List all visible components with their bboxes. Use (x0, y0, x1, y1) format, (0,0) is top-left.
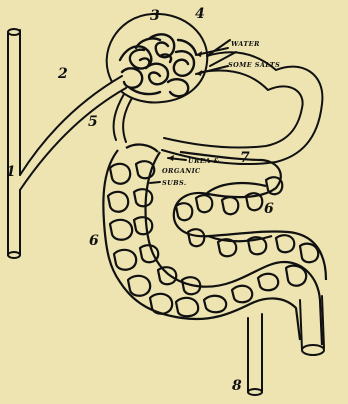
label-subs: SUBS. (162, 179, 187, 187)
label-8: 8 (232, 378, 242, 394)
label-6-right: 6 (264, 201, 274, 217)
label-3: 3 (150, 8, 160, 24)
label-some-salts: SOME SALTS (228, 61, 280, 69)
label-1: 1 (6, 164, 16, 180)
glomerulus-tuft (120, 34, 196, 96)
collecting-duct (248, 314, 262, 395)
artery-vertical-tube (8, 29, 20, 258)
efferent-vessel (114, 94, 132, 142)
label-7: 7 (240, 150, 250, 166)
label-urea: UREA & (188, 157, 220, 165)
capillary-network (103, 145, 326, 345)
label-water: WATER (231, 40, 260, 48)
label-4: 4 (195, 6, 205, 22)
renal-tubule (162, 52, 322, 164)
label-organic: ORGANIC (162, 167, 201, 175)
label-6-left: 6 (89, 233, 99, 249)
label-5: 5 (88, 114, 98, 130)
label-2: 2 (57, 66, 68, 82)
